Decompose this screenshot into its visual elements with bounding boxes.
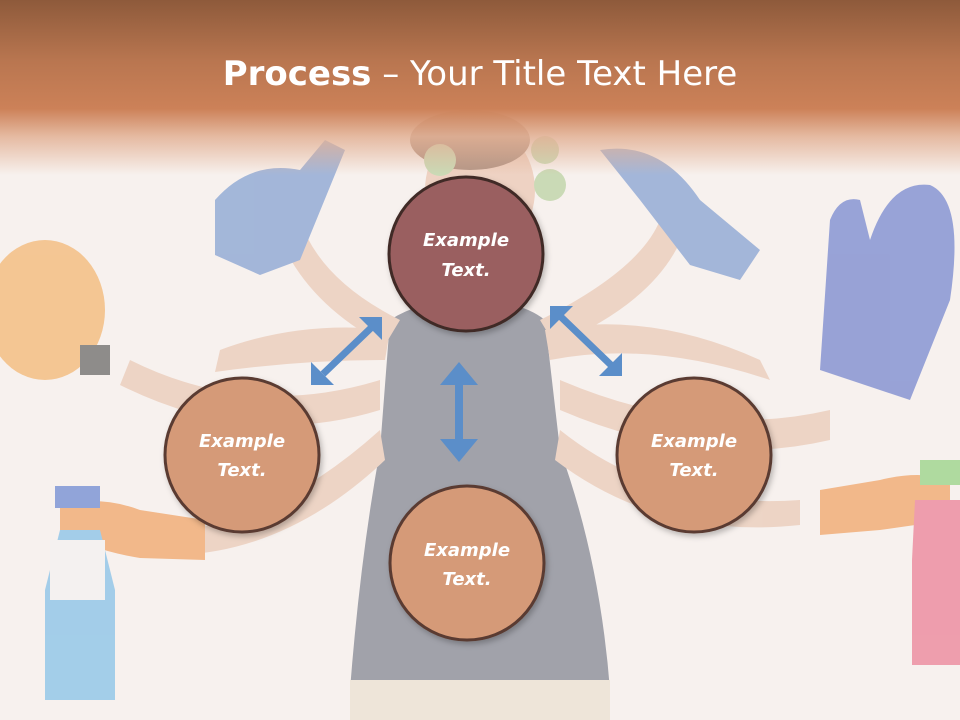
- node-top-line2: Text.: [441, 260, 490, 281]
- node-right-line2: Text.: [669, 460, 718, 481]
- node-bottom-line2: Text.: [442, 569, 491, 590]
- double-arrow-top-right: [550, 306, 622, 376]
- node-left[interactable]: [163, 376, 321, 534]
- node-top-line1: Example: [423, 230, 509, 251]
- node-left-line2: Text.: [217, 460, 266, 481]
- header-band: [0, 0, 960, 175]
- title-bold: Process: [222, 54, 372, 94]
- node-right-line1: Example: [651, 431, 737, 452]
- node-right[interactable]: [615, 376, 773, 534]
- node-bottom[interactable]: [388, 484, 546, 642]
- double-arrow-vertical: [440, 362, 478, 462]
- node-bottom-line1: Example: [424, 540, 510, 561]
- title-rest: – Your Title Text Here: [371, 54, 738, 94]
- node-top[interactable]: [387, 175, 545, 333]
- node-left-line1: Example: [199, 431, 285, 452]
- double-arrow-top-left: [311, 317, 382, 385]
- slide-title[interactable]: Process – Your Title Text Here: [0, 50, 960, 98]
